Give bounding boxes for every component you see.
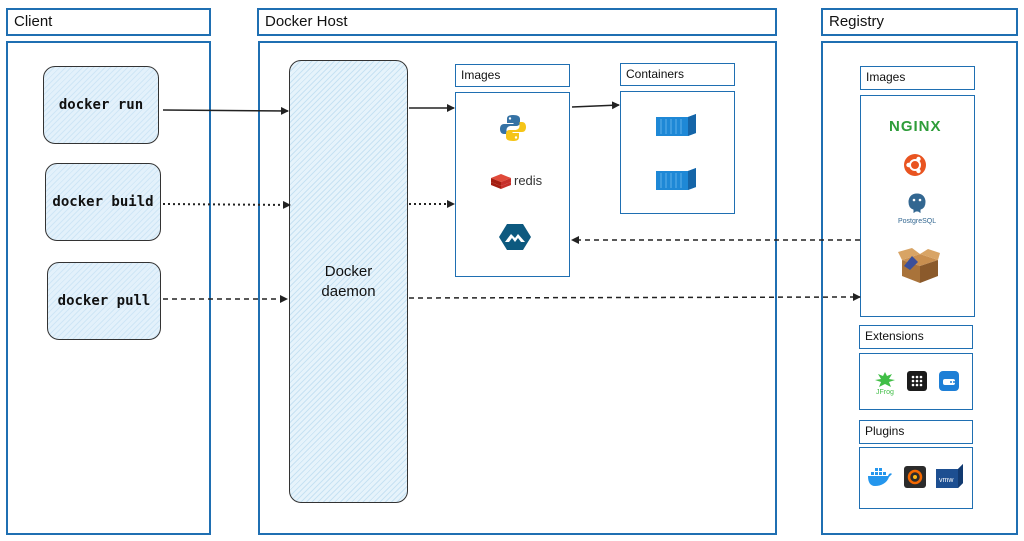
container-icon — [656, 168, 696, 190]
images-to-containers-arrow — [571, 101, 620, 110]
daemon-label-line2: daemon — [321, 282, 376, 300]
registry-title: Registry — [829, 13, 885, 30]
python-icon — [500, 115, 526, 141]
client-title: Client — [14, 13, 53, 30]
client-header: Client — [6, 8, 211, 36]
docker-pull-command[interactable]: docker pull — [47, 262, 161, 340]
docker-run-label: docker run — [58, 97, 144, 113]
postgresql-label: PostgreSQL — [898, 218, 937, 225]
plugins-header: Plugins — [859, 420, 973, 444]
docker-run-command[interactable]: docker run — [43, 66, 159, 144]
grafana-icon — [904, 466, 926, 488]
vmware-label: vmw — [939, 477, 954, 484]
build-arrow — [162, 200, 291, 209]
ubuntu-icon — [904, 154, 926, 176]
vmware-icon: vmw — [936, 464, 963, 488]
docker-host-title: Docker Host — [265, 13, 348, 30]
jfrog-icon — [875, 372, 895, 387]
daemon-label-line1: Docker — [324, 262, 373, 280]
redis-label: redis — [514, 173, 543, 188]
containers-panel — [620, 91, 735, 214]
extensions-title: Extensions — [865, 329, 924, 343]
registry-images-title: Images — [866, 70, 906, 84]
container-icon — [656, 114, 696, 136]
alpine-icon — [499, 224, 531, 250]
jfrog-label: JFrog — [876, 389, 894, 396]
host-images-header: Images — [455, 64, 570, 87]
docker-build-command[interactable]: docker build — [45, 163, 161, 241]
cloud-app-icon — [939, 371, 959, 391]
daemon-to-registry-arrow — [408, 293, 861, 302]
plugins-title: Plugins — [865, 424, 905, 438]
docker-pull-label: docker pull — [57, 293, 151, 309]
docker-whale-icon — [868, 468, 892, 486]
containers-title: Containers — [626, 67, 685, 81]
postgresql-icon — [907, 192, 927, 215]
run-arrow — [162, 106, 289, 115]
docker-daemon[interactable]: Docker daemon — [289, 60, 408, 503]
docker-build-label: docker build — [52, 194, 154, 210]
redis-icon — [491, 174, 511, 189]
host-images-title: Images — [461, 68, 501, 82]
containers-header: Containers — [620, 63, 735, 86]
box-icon — [898, 248, 940, 283]
registry-images-header: Images — [860, 66, 975, 90]
grid-app-icon — [907, 371, 927, 391]
docker-host-header: Docker Host — [257, 8, 777, 36]
extensions-header: Extensions — [859, 325, 973, 349]
registry-header: Registry — [821, 8, 1018, 36]
nginx-icon: NGINX — [889, 118, 942, 135]
